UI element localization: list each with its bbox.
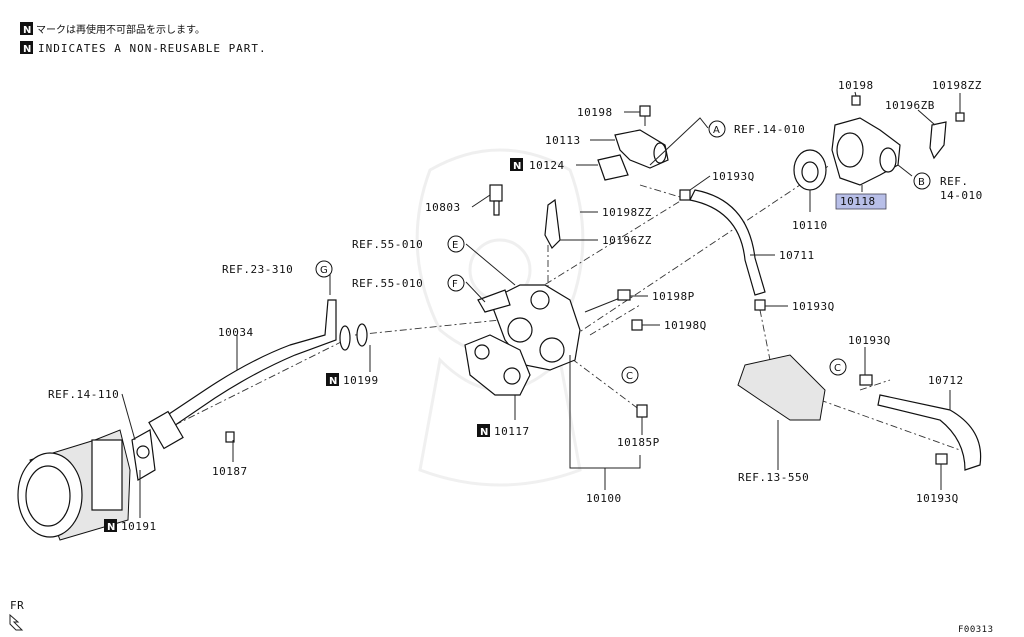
label-10196zz[interactable]: 10196ZZ [602,234,652,247]
label-10712[interactable]: 10712 [928,374,964,387]
nonreusable-badge-10117: N [477,424,490,438]
gasket-10117[interactable] [464,334,531,396]
callout-e: E [447,235,465,253]
label-ref13-550[interactable]: REF.13-550 [738,471,809,484]
label-10124[interactable]: 10124 [529,159,565,172]
label-10198zz-mid[interactable]: 10198ZZ [602,206,652,219]
bolt-10198zz-right[interactable] [955,112,965,122]
svg-text:E: E [452,240,458,251]
label-10110[interactable]: 10110 [792,219,828,232]
label-10187[interactable]: 10187 [212,465,248,478]
label-ref23[interactable]: REF.23-310 [222,263,293,276]
water-pump[interactable] [17,429,131,541]
bolt-10198q[interactable] [631,319,643,331]
bracket-10196zb[interactable] [929,121,947,160]
clamp-10193q-2[interactable] [754,299,766,311]
callout-g: G [315,260,333,278]
label-10198-right[interactable]: 10198 [838,79,874,92]
label-10803[interactable]: 10803 [425,201,461,214]
legend: N マークは再使用不可部品を示します。 N INDICATES A NON-RE… [20,22,267,55]
label-ref14-b-1[interactable]: REF. [940,175,969,188]
svg-text:N: N [329,376,337,387]
label-10198q[interactable]: 10198Q [664,319,707,332]
label-10196zb[interactable]: 10196ZB [885,99,935,112]
nonreusable-badge-10199: N [326,373,339,387]
thermostat-10110[interactable] [793,149,827,191]
sensor-10803[interactable] [489,184,503,216]
svg-text:FR: FR [10,599,24,612]
label-10711[interactable]: 10711 [779,249,815,262]
svg-text:N: N [513,161,521,172]
label-10191[interactable]: 10191 [121,520,157,533]
svg-text:F: F [452,279,458,290]
label-ref55-f[interactable]: REF.55-010 [352,277,423,290]
bolt-10198-right[interactable] [851,95,861,106]
label-10118[interactable]: 10118 [840,195,876,208]
callout-c2: C [829,358,847,376]
gasket-10191[interactable] [131,429,156,481]
svg-text:B: B [918,177,925,188]
svg-text:マークは再使用不可部品を示します。: マークは再使用不可部品を示します。 [36,23,205,36]
label-10198p[interactable]: 10198P [652,290,695,303]
hose-10711[interactable] [689,189,766,296]
svg-text:N: N [480,427,488,438]
label-ref14-a[interactable]: REF.14-010 [734,123,805,136]
svg-text:C: C [626,371,633,382]
callout-f: F [447,274,465,292]
front-direction-indicator: FR [9,599,24,631]
label-ref14-110[interactable]: REF.14-110 [48,388,119,401]
bolt-10187[interactable] [225,431,235,443]
svg-text:G: G [320,265,328,276]
label-ref55-e[interactable]: REF.55-010 [352,238,423,251]
bracket-10196zz[interactable] [544,198,561,249]
label-10117[interactable]: 10117 [494,425,530,438]
callout-b: B [913,172,931,190]
nonreusable-badge-10191: N [104,519,117,533]
bolt-10198p[interactable] [584,289,631,313]
clamp-10193q-4[interactable] [935,453,948,465]
label-10193q-2[interactable]: 10193Q [792,300,835,313]
callout-a: A [708,120,726,138]
label-10193q-3[interactable]: 10193Q [848,334,891,347]
label-10034[interactable]: 10034 [218,326,254,339]
label-10198-top[interactable]: 10198 [577,106,613,119]
clamp-10193q-1[interactable] [679,189,691,201]
svg-text:A: A [713,125,720,136]
svg-text:N: N [23,44,31,55]
svg-text:INDICATES A NON-REUSABLE PART.: INDICATES A NON-REUSABLE PART. [38,42,267,55]
label-ref14-b-2[interactable]: 14-010 [940,189,983,202]
label-10193q-4[interactable]: 10193Q [916,492,959,505]
label-10199[interactable]: 10199 [343,374,379,387]
svg-text:N: N [23,25,31,36]
hose-10712[interactable] [877,394,982,471]
svg-text:C: C [834,363,841,374]
intake-13-550[interactable] [737,354,826,421]
label-10193q-1[interactable]: 10193Q [712,170,755,183]
bolt-10198-top[interactable] [639,105,651,126]
housing-10118[interactable] [831,117,901,186]
gasket-10124[interactable] [597,154,629,181]
plug-10185p[interactable] [636,404,648,418]
part-highlight-10118 [835,193,887,210]
label-10185p[interactable]: 10185P [617,436,660,449]
svg-text:N: N [107,522,115,533]
pipe-10034[interactable] [148,299,351,450]
gasket-10199[interactable] [356,323,368,347]
leader-lines [121,91,961,518]
nonreusable-badge-10124: N [510,158,523,172]
label-10100[interactable]: 10100 [586,492,622,505]
diagram-code: F00313 [958,625,994,635]
callout-c1: C [621,366,639,384]
clamp-10193q-3[interactable] [859,374,873,386]
outlet-10113[interactable] [614,129,669,169]
label-10198zz-right[interactable]: 10198ZZ [932,79,982,92]
label-10113[interactable]: 10113 [545,134,581,147]
